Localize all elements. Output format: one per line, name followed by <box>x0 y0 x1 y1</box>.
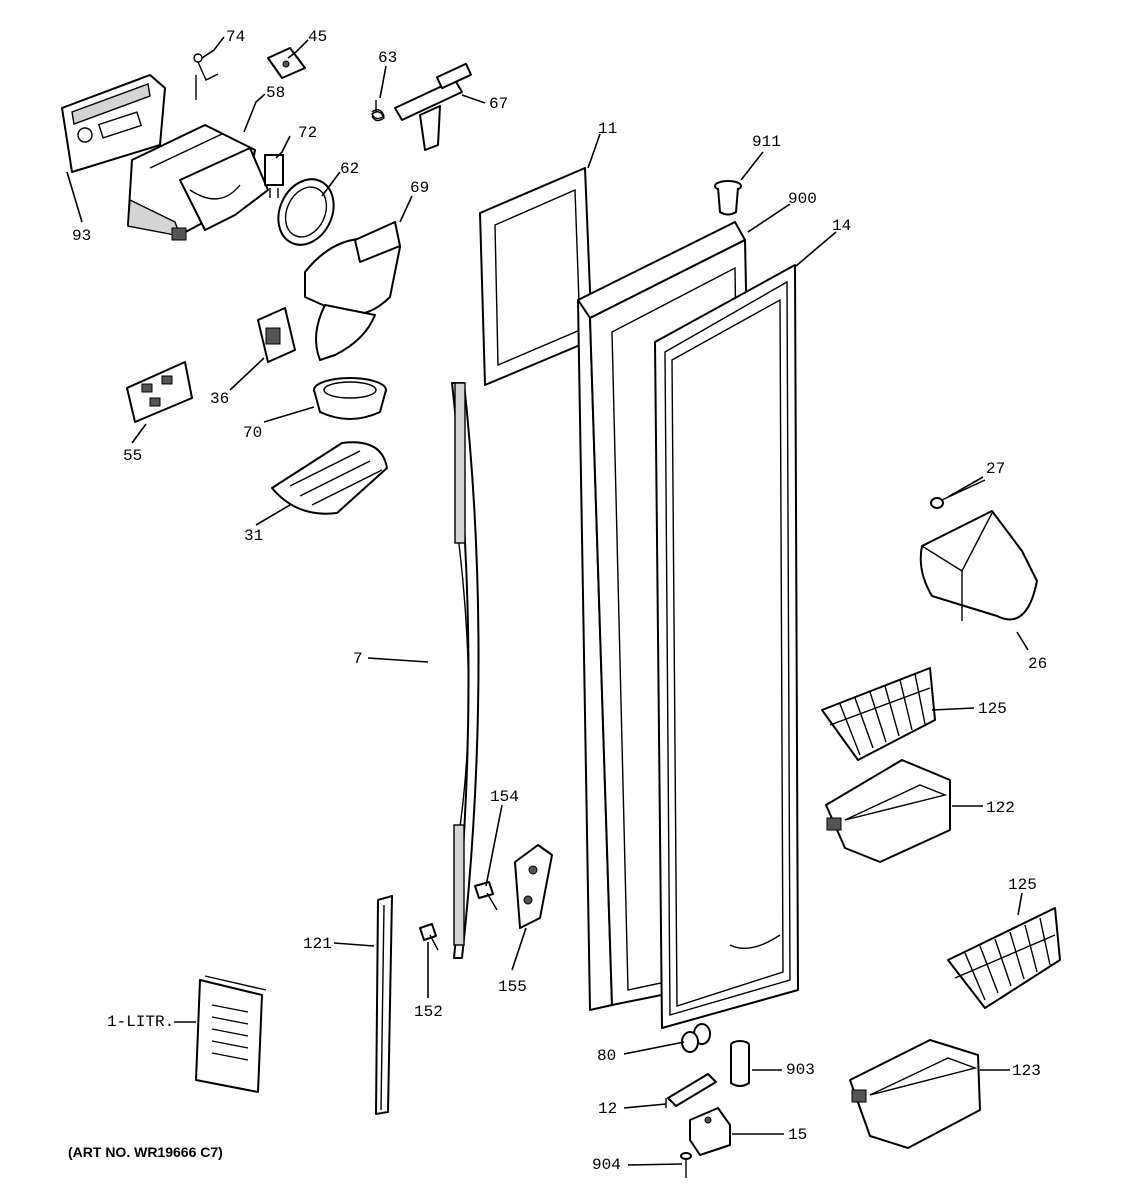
leader-lines <box>66 36 1029 1166</box>
callout-904: 904 <box>592 1156 621 1174</box>
callout-911: 911 <box>752 133 781 151</box>
part-26-cover <box>919 510 1038 621</box>
part-80-bushing <box>681 1023 711 1053</box>
part-27-screw <box>930 479 986 509</box>
part-7-door-handle <box>451 382 480 959</box>
callout-15: 15 <box>788 1126 807 1144</box>
part-122-shelf-bin <box>825 759 951 863</box>
part-12-shim <box>665 1073 717 1108</box>
part-55-circuit-board <box>126 361 193 423</box>
part-911-cap <box>714 180 742 216</box>
part-93-control-panel <box>61 74 166 173</box>
callout-14: 14 <box>832 217 851 235</box>
part-72-switch <box>264 154 284 198</box>
part-155-hinge <box>514 844 553 929</box>
callout-121: 121 <box>303 935 332 953</box>
part-14-door-gasket <box>654 264 799 1029</box>
callout-122: 122 <box>986 799 1015 817</box>
art-number: (ART NO. WR19666 C7) <box>68 1144 223 1160</box>
callout-31: 31 <box>244 527 263 545</box>
part-74-spring <box>193 53 219 100</box>
callout-1-litr: 1-LITR. <box>107 1013 174 1031</box>
part-125-upper-bin-rack <box>821 667 936 761</box>
callout-69: 69 <box>410 179 429 197</box>
callout-125-upper: 125 <box>978 700 1007 718</box>
callout-63: 63 <box>378 49 397 67</box>
part-69-chute <box>304 221 401 361</box>
callout-11: 11 <box>598 120 617 138</box>
part-31-drip-tray <box>271 441 388 515</box>
callout-80: 80 <box>597 1047 616 1065</box>
part-123-shelf-bin <box>849 1039 981 1149</box>
part-121-trim <box>375 895 393 1115</box>
callout-125-lower: 125 <box>1008 876 1037 894</box>
part-67-lever <box>394 62 473 151</box>
callout-36: 36 <box>210 390 229 408</box>
callout-903: 903 <box>786 1061 815 1079</box>
part-904-screw <box>680 1152 692 1178</box>
part-70-cup <box>313 377 387 420</box>
callout-58: 58 <box>266 84 285 102</box>
callout-70: 70 <box>243 424 262 442</box>
callout-55: 55 <box>123 447 142 465</box>
callout-labels: 74 45 63 67 58 72 11 911 62 93 69 900 14… <box>72 28 1047 1174</box>
part-62-ring <box>277 178 335 246</box>
callout-45: 45 <box>308 28 327 46</box>
part-36-bracket <box>257 307 296 363</box>
callout-152: 152 <box>414 1003 443 1021</box>
callout-27: 27 <box>986 460 1005 478</box>
part-11-inner-panel <box>479 167 593 386</box>
callout-62: 62 <box>340 160 359 178</box>
part-152-screw <box>419 923 439 951</box>
callout-155: 155 <box>498 978 527 996</box>
callout-12: 12 <box>598 1100 617 1118</box>
part-45-bracket <box>267 47 306 79</box>
part-15-bottom-hinge <box>689 1107 731 1156</box>
part-154-screw <box>474 881 498 911</box>
callout-123: 123 <box>1012 1062 1041 1080</box>
part-903-hinge-pin <box>730 1040 750 1087</box>
callout-74: 74 <box>226 28 245 46</box>
callout-67: 67 <box>489 95 508 113</box>
callout-900: 900 <box>788 190 817 208</box>
callout-72: 72 <box>298 124 317 142</box>
callout-26: 26 <box>1028 655 1047 673</box>
callout-93: 93 <box>72 227 91 245</box>
part-58-dispenser-housing <box>127 124 269 241</box>
callout-7: 7 <box>353 650 363 668</box>
part-1-litr-literature <box>195 975 267 1093</box>
part-125-lower-bin-rack <box>947 907 1061 1009</box>
callout-154: 154 <box>490 788 519 806</box>
part-63-spring <box>371 100 385 122</box>
